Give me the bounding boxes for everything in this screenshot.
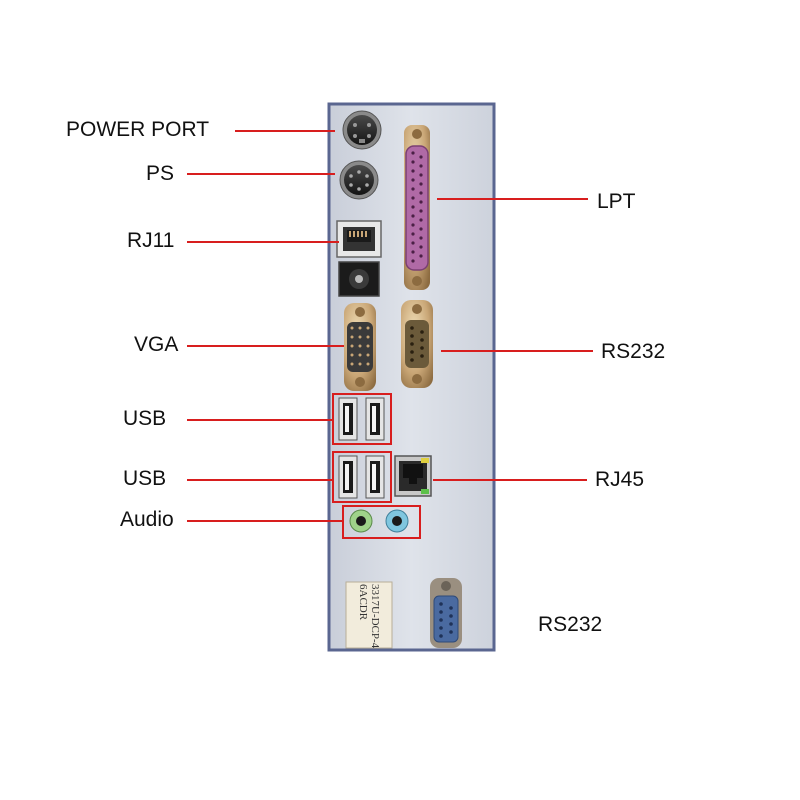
label-usb-lower: USB bbox=[123, 467, 167, 490]
leader-rs232-upper bbox=[441, 350, 593, 352]
leader-ps bbox=[187, 173, 335, 175]
vga-connector bbox=[344, 303, 376, 391]
usb-upper-highlight bbox=[332, 393, 392, 445]
leader-vga bbox=[187, 345, 344, 347]
leader-usb-upper bbox=[187, 419, 333, 421]
rs232-upper-connector bbox=[401, 300, 433, 388]
leader-audio bbox=[187, 520, 343, 522]
dc-jack bbox=[338, 261, 380, 297]
sticker-line-2: 6ACDR bbox=[357, 584, 369, 621]
leader-rj45 bbox=[433, 479, 587, 481]
label-usb-upper: USB bbox=[123, 407, 167, 430]
label-rj45: RJ45 bbox=[595, 468, 645, 491]
rs232-lower-connector bbox=[430, 578, 462, 648]
label-rs232-upper: RS232 bbox=[601, 340, 666, 363]
power-port-connector bbox=[342, 110, 382, 150]
label-ps: PS bbox=[146, 162, 175, 185]
rj11-connector bbox=[336, 220, 382, 258]
audio-highlight bbox=[342, 505, 421, 539]
model-sticker: 3317U-DCP-4 6ACDR bbox=[345, 581, 393, 649]
label-lpt: LPT bbox=[597, 190, 636, 213]
leader-power-port bbox=[235, 130, 335, 132]
label-power-port: POWER PORT bbox=[66, 118, 210, 141]
label-rj11: RJ11 bbox=[127, 229, 175, 252]
usb-lower-highlight bbox=[332, 451, 392, 503]
leader-usb-lower bbox=[187, 479, 333, 481]
ps2-connector bbox=[339, 160, 379, 200]
usb-upper-connectors bbox=[332, 393, 392, 445]
label-vga: VGA bbox=[134, 333, 179, 356]
usb-lower-connectors bbox=[332, 451, 392, 503]
label-audio: Audio bbox=[120, 508, 174, 531]
lpt-connector bbox=[404, 125, 430, 290]
sticker-line-1: 3317U-DCP-4 bbox=[369, 584, 381, 649]
leader-rj11 bbox=[187, 241, 339, 243]
rj45-connector bbox=[394, 455, 432, 497]
audio-connectors bbox=[342, 505, 421, 539]
label-rs232-lower: RS232 bbox=[538, 613, 603, 636]
leader-lpt bbox=[437, 198, 588, 200]
